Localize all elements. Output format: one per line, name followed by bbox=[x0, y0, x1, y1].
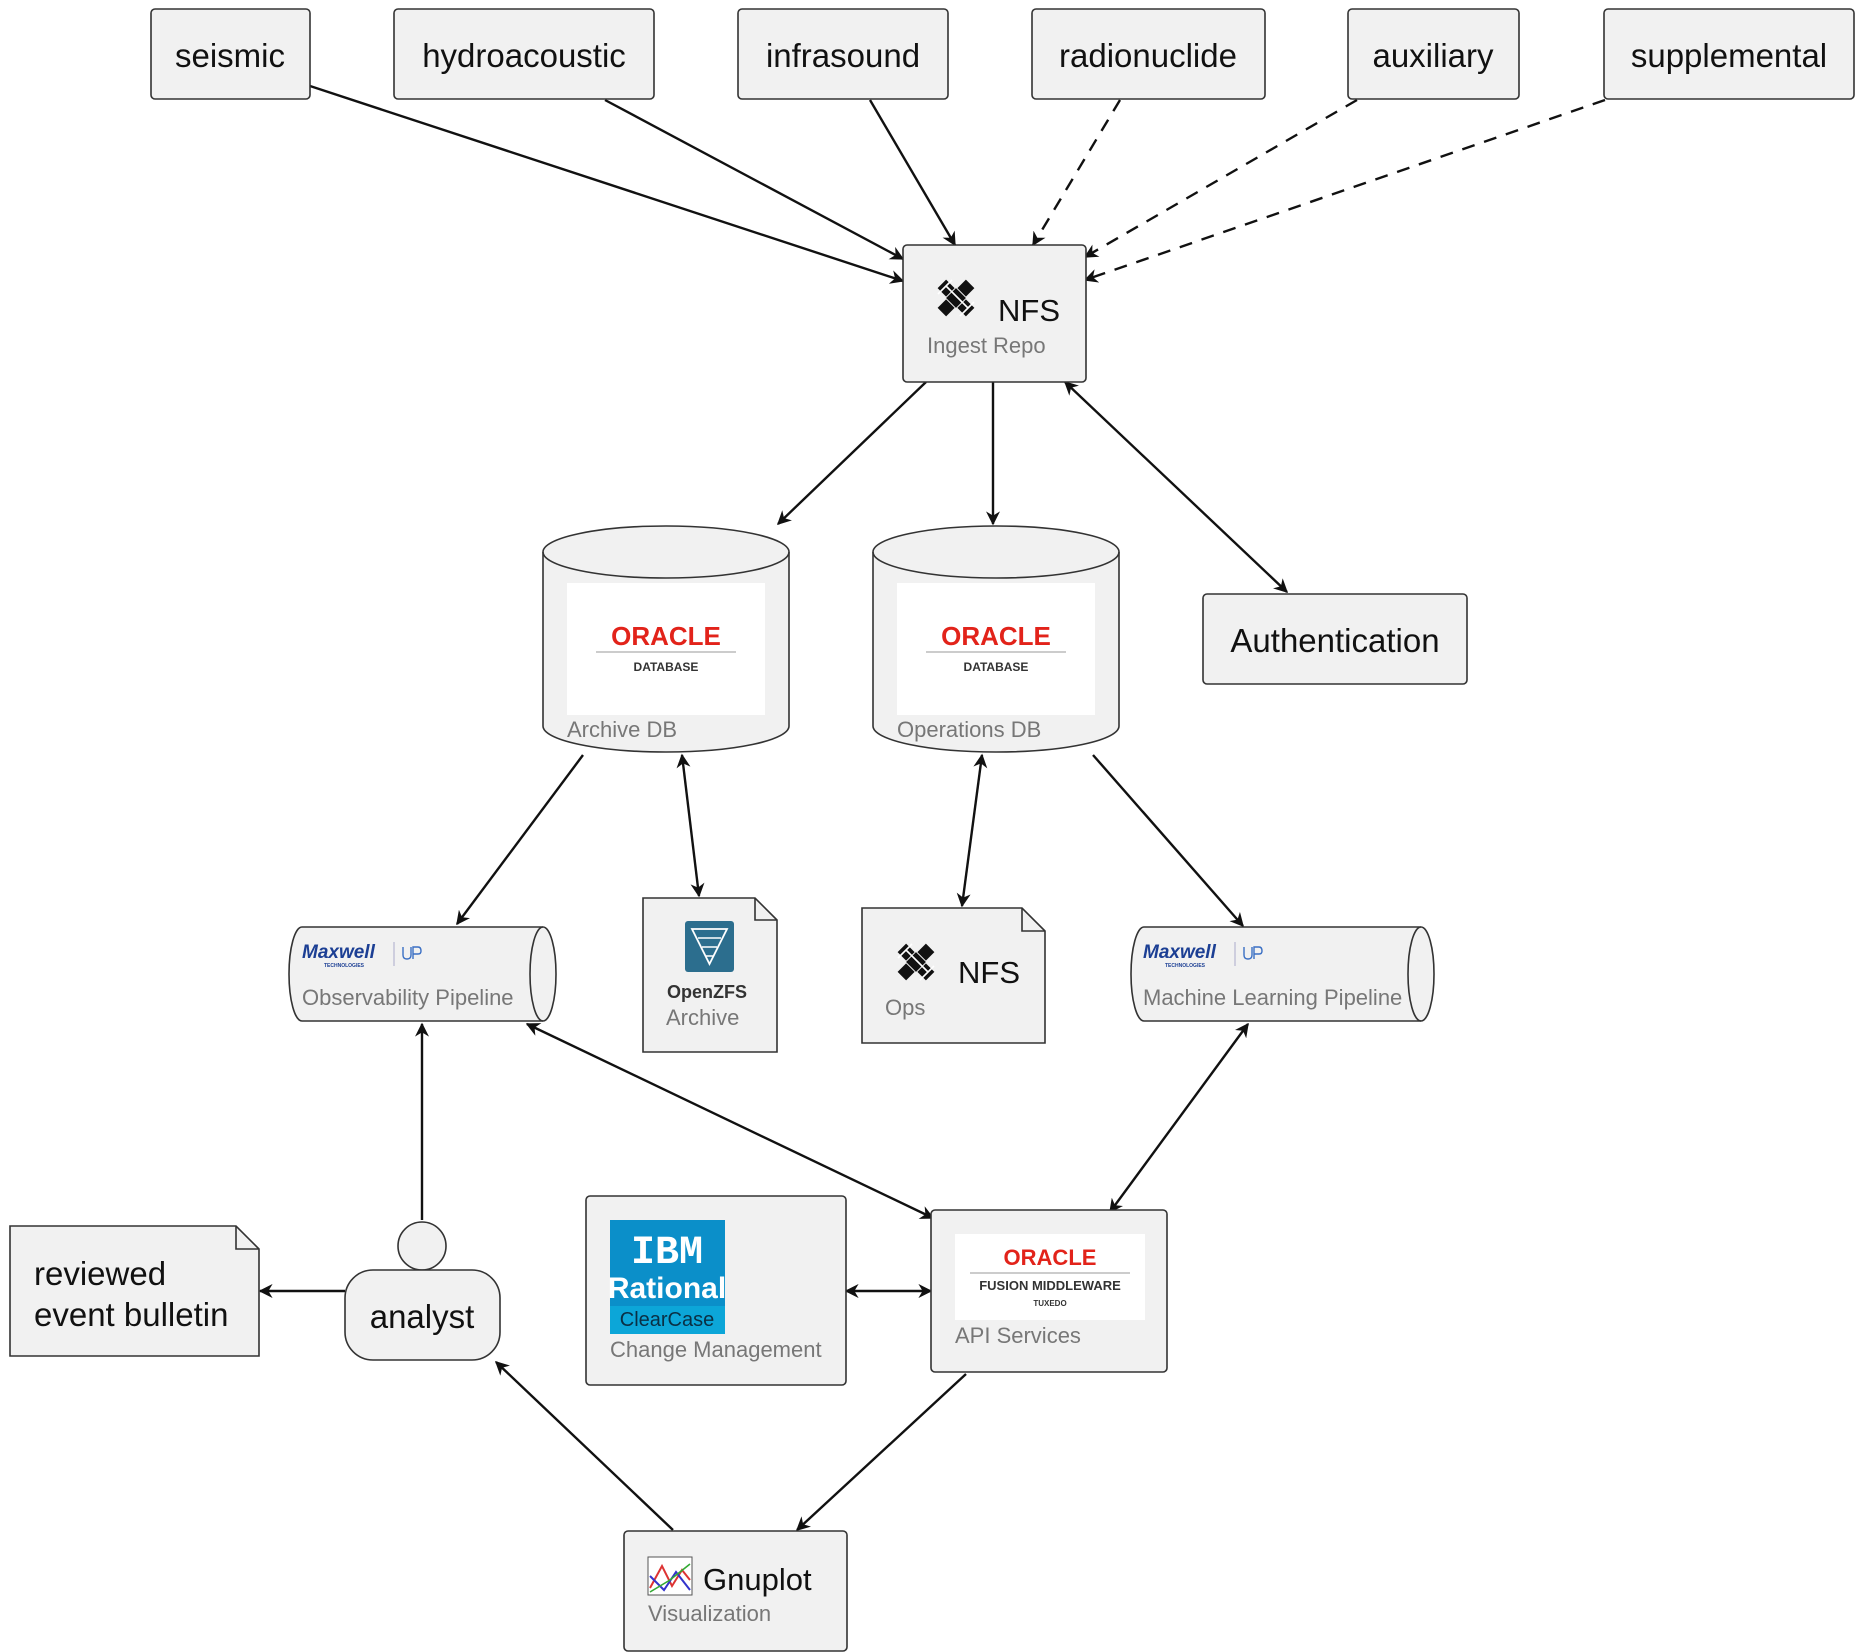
oracle-database-logo: ORACLE DATABASE bbox=[567, 583, 765, 715]
node-subtitle: Archive bbox=[666, 1005, 739, 1030]
node-operations-db[interactable]: ORACLE DATABASE Operations DB bbox=[872, 525, 1120, 753]
node-ingest-repo[interactable]: NFS Ingest Repo bbox=[902, 244, 1087, 383]
edge-supplemental-ingest bbox=[1083, 98, 1606, 283]
edge-seismic-ingest bbox=[309, 84, 905, 284]
node-subtitle: Archive DB bbox=[567, 717, 677, 742]
node-observability-pipeline[interactable]: Maxwell TECHNOLOGIES Observability Pipel… bbox=[288, 926, 557, 1022]
logo-product: Rational bbox=[608, 1272, 726, 1305]
node-gnuplot[interactable]: Gnuplot Visualization bbox=[623, 1530, 848, 1652]
bulletin-line-1: reviewed bbox=[34, 1255, 166, 1292]
edge-radionuclide-ingest bbox=[1031, 99, 1122, 247]
edge-infrasound-ingest bbox=[868, 99, 957, 247]
oracle-fusion-middleware-logo: ORACLE FUSION MIDDLEWARE TUXEDO bbox=[955, 1234, 1145, 1320]
node-analyst[interactable]: analyst bbox=[344, 1221, 501, 1361]
logo-product: DATABASE bbox=[964, 660, 1029, 674]
edge-hydroacoustic-ingest bbox=[604, 98, 905, 261]
edge-ingest-authentication bbox=[1063, 381, 1289, 593]
edge-auxiliary-ingest bbox=[1083, 98, 1358, 259]
node-ml-pipeline[interactable]: Maxwell TECHNOLOGIES Machine Learning Pi… bbox=[1130, 926, 1435, 1022]
openzfs-icon: OpenZFS bbox=[667, 921, 747, 1002]
source-label: auxiliary bbox=[1372, 37, 1494, 74]
source-label: supplemental bbox=[1631, 37, 1827, 74]
source-node-hydroacoustic[interactable]: hydroacoustic bbox=[393, 8, 655, 100]
node-subtitle: Change Management bbox=[610, 1337, 822, 1362]
source-node-infrasound[interactable]: infrasound bbox=[737, 8, 949, 100]
logo-brand: Maxwell bbox=[1143, 942, 1217, 963]
source-node-auxiliary[interactable]: auxiliary bbox=[1347, 8, 1520, 100]
edge-gnuplot-analyst bbox=[494, 1361, 674, 1531]
oracle-database-logo: ORACLE DATABASE bbox=[897, 583, 1095, 715]
gnuplot-icon bbox=[647, 1556, 693, 1596]
node-title: NFS bbox=[998, 293, 1060, 328]
logo-extra: ClearCase bbox=[620, 1309, 714, 1331]
actor-head-icon bbox=[397, 1221, 447, 1271]
node-subtitle: Observability Pipeline bbox=[302, 985, 514, 1010]
ibm-rational-clearcase-logo: IBM Rational ClearCase bbox=[608, 1220, 726, 1334]
node-ops-fs[interactable]: NFS Ops bbox=[861, 907, 1046, 1044]
source-label: seismic bbox=[175, 37, 285, 74]
node-subtitle: API Services bbox=[955, 1323, 1081, 1348]
node-title: analyst bbox=[370, 1298, 475, 1335]
logo-product: FUSION MIDDLEWARE bbox=[979, 1278, 1121, 1293]
edge-archive-db-archive-fs bbox=[676, 753, 705, 898]
node-title: Gnuplot bbox=[703, 1562, 812, 1597]
source-node-supplemental[interactable]: supplemental bbox=[1603, 8, 1855, 100]
edge-observability-api bbox=[525, 1022, 935, 1220]
edge-ml-pipeline-api bbox=[1109, 1022, 1249, 1214]
node-archive-db[interactable]: ORACLE DATABASE Archive DB bbox=[542, 525, 790, 753]
logo-extra: TUXEDO bbox=[1033, 1299, 1066, 1308]
edges bbox=[258, 84, 1606, 1531]
logo-product: TECHNOLOGIES bbox=[324, 963, 365, 969]
node-authentication[interactable]: Authentication bbox=[1202, 593, 1468, 685]
logo-product: TECHNOLOGIES bbox=[1165, 963, 1206, 969]
node-subtitle: Ops bbox=[885, 995, 925, 1020]
edge-operations-db-ops-fs bbox=[956, 753, 988, 908]
logo-brand: IBM bbox=[631, 1231, 703, 1276]
logo-brand: ORACLE bbox=[941, 621, 1051, 651]
node-title: NFS bbox=[958, 955, 1020, 990]
node-change-management[interactable]: IBM Rational ClearCase Change Management bbox=[585, 1195, 847, 1386]
bulletin-line-2: event bulletin bbox=[34, 1296, 228, 1333]
source-node-radionuclide[interactable]: radionuclide bbox=[1031, 8, 1266, 100]
logo-product: DATABASE bbox=[634, 660, 699, 674]
node-title: Authentication bbox=[1230, 622, 1439, 659]
maxwell-logo: Maxwell TECHNOLOGIES bbox=[302, 942, 422, 969]
edge-operations-db-ml-pipeline bbox=[1092, 754, 1244, 928]
logo-brand: Maxwell bbox=[302, 942, 376, 963]
maxwell-logo: Maxwell TECHNOLOGIES bbox=[1143, 942, 1263, 969]
node-archive-fs[interactable]: OpenZFS Archive bbox=[642, 897, 778, 1053]
logo-brand: ORACLE bbox=[1004, 1245, 1097, 1270]
node-subtitle: Operations DB bbox=[897, 717, 1041, 742]
source-node-seismic[interactable]: seismic bbox=[150, 8, 311, 100]
node-reviewed-bulletin[interactable]: reviewed event bulletin bbox=[9, 1225, 260, 1357]
logo-brand: OpenZFS bbox=[667, 982, 747, 1002]
node-subtitle: Machine Learning Pipeline bbox=[1143, 985, 1402, 1010]
source-label: infrasound bbox=[766, 37, 920, 74]
edge-ingest-archive-db bbox=[776, 381, 927, 525]
source-label: hydroacoustic bbox=[422, 37, 626, 74]
node-subtitle: Ingest Repo bbox=[927, 333, 1046, 358]
edge-api-gnuplot bbox=[795, 1373, 967, 1531]
node-subtitle: Visualization bbox=[648, 1601, 771, 1626]
node-api-services[interactable]: ORACLE FUSION MIDDLEWARE TUXEDO API Serv… bbox=[930, 1209, 1168, 1373]
source-label: radionuclide bbox=[1059, 37, 1237, 74]
logo-brand: ORACLE bbox=[611, 621, 721, 651]
edge-archive-db-observability bbox=[456, 754, 584, 926]
